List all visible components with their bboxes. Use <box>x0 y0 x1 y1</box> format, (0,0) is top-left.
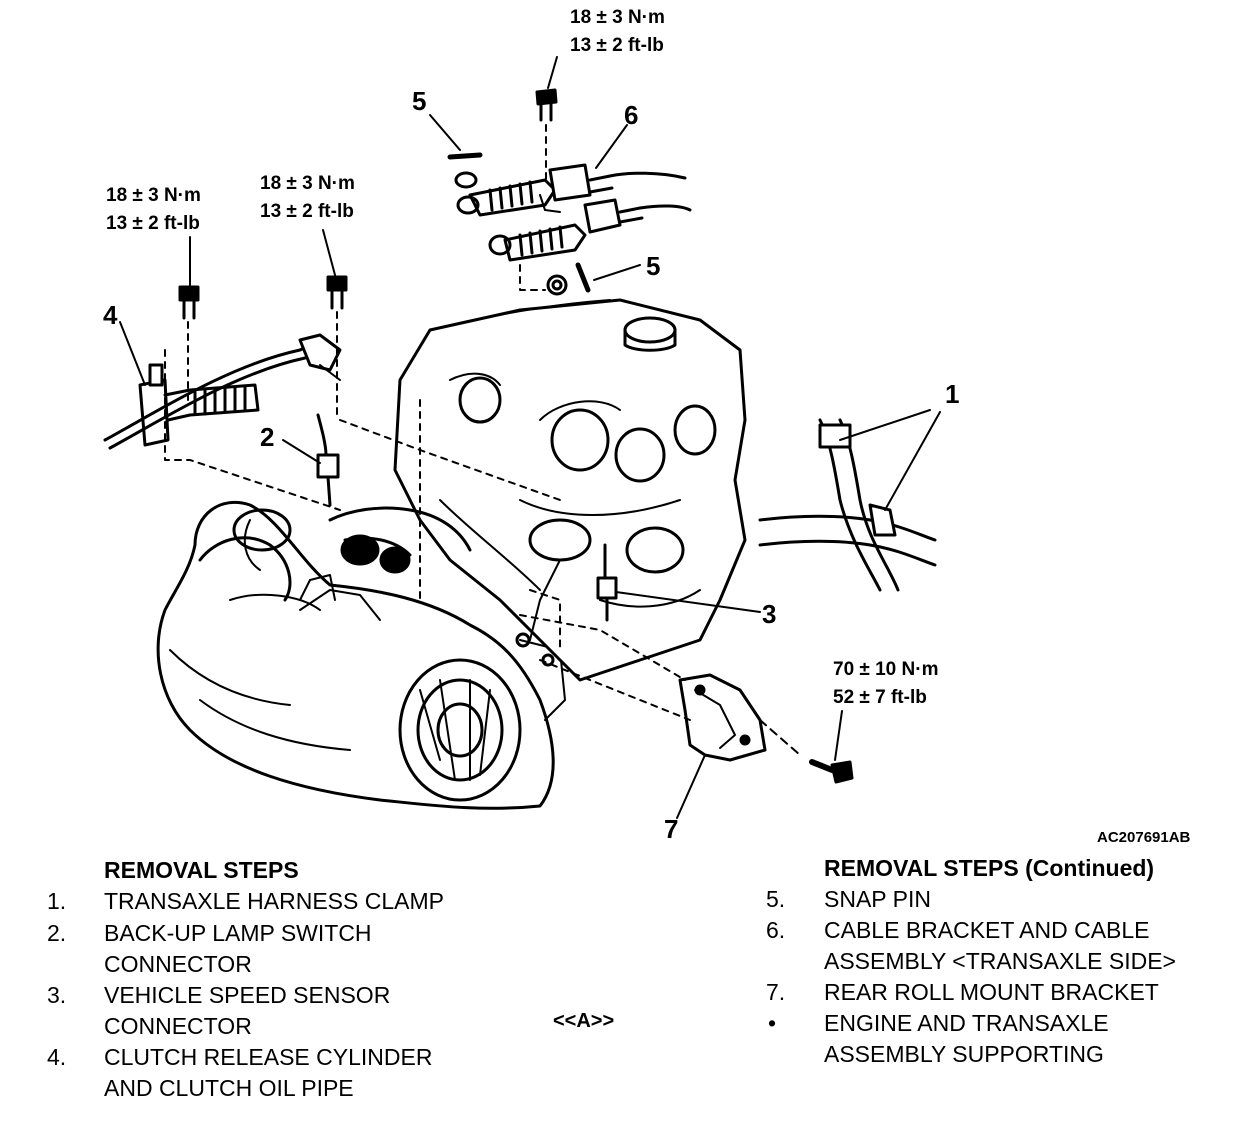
step-text-cont: CONNECTOR <box>104 1013 252 1039</box>
snap-pins <box>447 152 591 296</box>
clutch-release-cylinder <box>103 333 342 450</box>
step-text: BACK-UP LAMP SWITCH <box>104 920 372 946</box>
step-text: TRANSAXLE HARNESS CLAMP <box>104 888 444 914</box>
step-text-cont: CONNECTOR <box>104 951 252 977</box>
torque-spec-top: 18 ± 3 N·m 13 ± 2 ft-lb <box>570 4 665 60</box>
step-text: VEHICLE SPEED SENSOR <box>104 982 391 1008</box>
step-number: 5. <box>766 886 786 912</box>
callout-3: 3 <box>762 599 777 629</box>
removal-steps-title: REMOVAL STEPS <box>104 857 299 883</box>
torque-spec-mount: 70 ± 10 N·m 52 ± 7 ft-lb <box>833 656 938 712</box>
callout-2: 2 <box>260 422 275 452</box>
removal-steps-continued-title: REMOVAL STEPS (Continued) <box>824 855 1155 881</box>
step-number: 4. <box>47 1044 67 1070</box>
reference-marker: <<A>> <box>553 1010 615 1032</box>
callout-7: 7 <box>664 814 679 844</box>
cable-bracket-assembly <box>456 163 692 262</box>
step-number: 1. <box>47 888 67 914</box>
step-number: 3. <box>47 982 67 1008</box>
bolt-top <box>535 88 558 122</box>
torque-nm: 18 ± 3 N·m <box>106 185 201 206</box>
step-number: 2. <box>47 920 67 946</box>
bolt-mid <box>326 275 348 310</box>
torque-nm: 70 ± 10 N·m <box>833 659 939 680</box>
engine-transaxle-diagram <box>103 56 941 819</box>
torque-spec-left: 18 ± 3 N·m 13 ± 2 ft-lb <box>106 182 201 238</box>
step-text: CLUTCH RELEASE CYLINDER <box>104 1044 433 1070</box>
step-text-cont: ASSEMBLY <TRANSAXLE SIDE> <box>824 948 1176 974</box>
torque-nm: 18 ± 3 N·m <box>260 173 355 194</box>
transaxle-housing <box>156 500 566 810</box>
callout-4: 4 <box>103 300 118 330</box>
bolt-left <box>178 285 200 320</box>
callout-5-top: 5 <box>412 86 427 116</box>
torque-spec-mid: 18 ± 3 N·m 13 ± 2 ft-lb <box>260 170 355 226</box>
step-text: REAR ROLL MOUNT BRACKET <box>824 979 1159 1005</box>
intake-manifold <box>299 506 472 621</box>
torque-ftlb: 13 ± 2 ft-lb <box>260 201 354 222</box>
torque-ftlb: 13 ± 2 ft-lb <box>106 213 200 234</box>
harness-clamp <box>758 418 937 592</box>
rear-roll-mount-bracket <box>678 673 801 762</box>
bullet-icon: • <box>768 1010 777 1036</box>
step-text-cont: AND CLUTCH OIL PIPE <box>104 1075 354 1101</box>
figure-id: AC207691AB <box>1097 829 1191 846</box>
engine-block <box>393 298 747 682</box>
backup-lamp-connector <box>316 413 340 507</box>
step-text-cont: ASSEMBLY SUPPORTING <box>824 1041 1104 1067</box>
step-text: ENGINE AND TRANSAXLE <box>824 1010 1109 1036</box>
bolts <box>178 88 558 320</box>
dashed-guides <box>164 124 691 721</box>
callout-1: 1 <box>945 379 960 409</box>
torque-ftlb: 52 ± 7 ft-lb <box>833 687 927 708</box>
step-number: 7. <box>766 979 786 1005</box>
callout-5-lower: 5 <box>646 251 661 281</box>
step-number: 6. <box>766 917 786 943</box>
leader-lines <box>119 56 941 819</box>
mount-bolt <box>809 759 854 784</box>
speed-sensor-connector <box>596 543 618 622</box>
step-text: CABLE BRACKET AND CABLE <box>824 917 1150 943</box>
torque-nm: 18 ± 3 N·m <box>570 7 665 28</box>
callout-6: 6 <box>624 100 639 130</box>
torque-ftlb: 13 ± 2 ft-lb <box>570 35 664 56</box>
step-text: SNAP PIN <box>824 886 931 912</box>
